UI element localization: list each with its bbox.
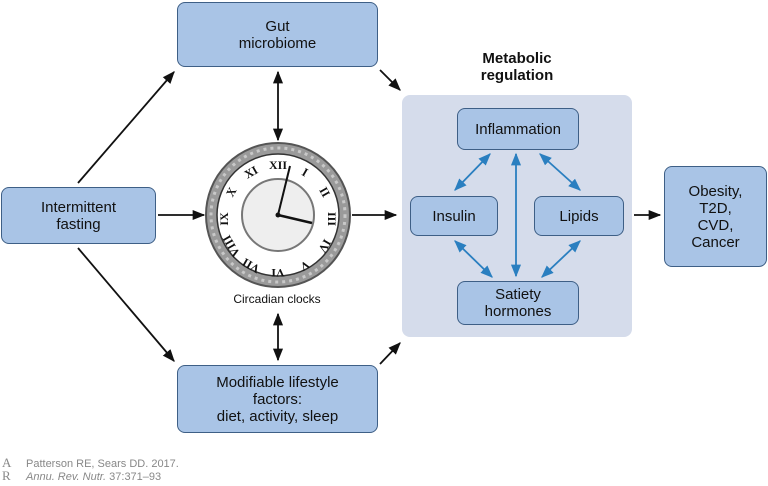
arrow-lipids-satiety	[541, 240, 581, 278]
insulin-box: Insulin	[410, 196, 498, 236]
clock-numeral: I	[299, 165, 310, 180]
inflammation-box: Inflammation	[457, 108, 579, 150]
arrow-inflammation-lipids	[539, 153, 581, 191]
annual-reviews-logo: A R	[2, 456, 18, 484]
lifestyle-factors-box: Modifiable lifestyle factors: diet, acti…	[177, 365, 378, 433]
clock-numeral: IX	[217, 212, 231, 226]
arrow-inflammation-insulin	[454, 153, 491, 191]
arrow-insulin-satiety	[454, 240, 493, 278]
disease-outcomes-box: Obesity, T2D, CVD, Cancer	[664, 166, 767, 267]
arrow-fasting-to-lifestyle	[77, 247, 175, 362]
clock-numeral: IV	[315, 237, 334, 256]
arrow-gut-to-metabolic	[379, 69, 401, 91]
clock-numeral: III	[325, 212, 339, 226]
citation-volume: 37:371–93	[106, 471, 162, 483]
citation-authors: Patterson RE, Sears DD. 2017.	[26, 458, 179, 470]
citation: Patterson RE, Sears DD. 2017. Annu. Rev.…	[26, 458, 179, 484]
citation-source: Annu. Rev. Nutr. 37:371–93	[26, 471, 179, 484]
clock-numeral: VI	[271, 266, 285, 280]
clock-numeral: XI	[242, 163, 261, 182]
clock-minute-hand	[277, 165, 291, 216]
arrow-fasting-to-gut	[77, 71, 175, 184]
heading-line-2: regulation	[480, 67, 554, 84]
logo-text: A R	[2, 455, 11, 483]
metabolic-regulation-heading: Metabolic regulation	[452, 50, 582, 84]
citation-journal: Annu. Rev. Nutr.	[26, 471, 107, 483]
satiety-hormones-box: Satiety hormones	[457, 281, 579, 325]
clock-hour-hand	[277, 213, 313, 225]
clock-caption: Circadian clocks	[233, 292, 321, 306]
lipids-box: Lipids	[534, 196, 624, 236]
gut-microbiome-box: Gut microbiome	[177, 2, 378, 67]
intermittent-fasting-box: Intermittent fasting	[1, 187, 156, 244]
heading-line-1: Metabolic	[482, 50, 552, 67]
clock-numeral: XII	[269, 158, 287, 172]
arrow-lifestyle-to-metabolic	[379, 342, 401, 365]
